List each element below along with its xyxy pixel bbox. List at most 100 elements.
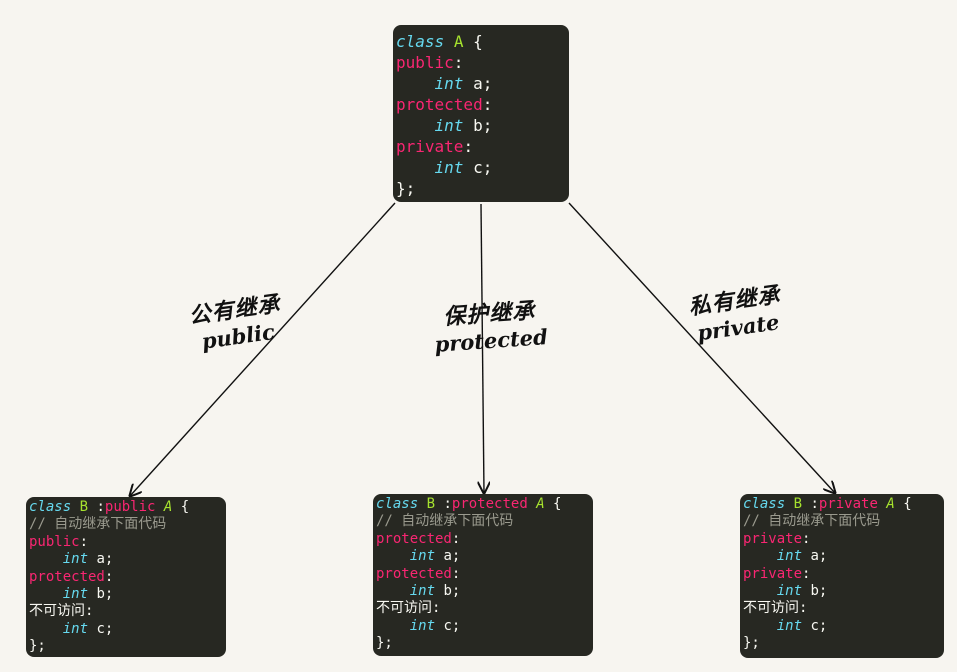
code-line: // 自动继承下面代码	[743, 513, 944, 530]
code-token: c;	[88, 620, 114, 637]
code-token	[376, 548, 410, 564]
code-line: int a;	[396, 73, 569, 94]
code-token: int	[62, 620, 89, 637]
code-token: :	[802, 530, 811, 547]
code-token: private	[818, 496, 878, 512]
code-token: public	[104, 499, 156, 515]
code-line: private:	[743, 531, 944, 548]
code-token	[29, 551, 63, 567]
code-token: :	[802, 496, 819, 512]
code-token: class	[743, 496, 786, 512]
code-token: a;	[88, 551, 114, 568]
code-line: int a;	[376, 548, 593, 565]
code-token: {	[172, 499, 190, 515]
code-line: int a;	[29, 551, 226, 568]
code-line: int b;	[396, 115, 569, 136]
code-token: c;	[435, 617, 461, 634]
arrow-public	[130, 202, 396, 496]
code-token: c;	[802, 617, 828, 634]
code-token: :	[88, 499, 105, 515]
code-token: };	[743, 635, 760, 652]
code-token: int	[409, 548, 436, 565]
code-token: protected	[396, 95, 483, 114]
code-token	[376, 583, 410, 599]
code-token: int	[434, 116, 464, 135]
code-token: B	[79, 499, 89, 515]
code-line: protected:	[396, 94, 569, 115]
code-token: public	[396, 53, 454, 72]
code-token: };	[376, 635, 393, 652]
code-line: 不可访问:	[743, 600, 944, 617]
code-token	[396, 116, 435, 135]
code-token	[29, 586, 63, 602]
code-token: :	[463, 137, 474, 156]
code-token: public	[29, 533, 80, 550]
code-line: protected:	[376, 531, 593, 548]
code-token: :	[482, 95, 493, 114]
code-line: int b;	[743, 583, 944, 600]
code-token: B	[793, 496, 803, 512]
code-token: a;	[802, 548, 828, 565]
code-line: };	[743, 635, 944, 652]
code-token: };	[396, 179, 416, 198]
code-token: private	[396, 137, 464, 156]
code-line: int a;	[743, 548, 944, 565]
code-line: // 自动继承下面代码	[29, 516, 226, 533]
code-token: b;	[435, 583, 461, 600]
code-line: class B :private A {	[743, 496, 944, 513]
code-token: A	[163, 499, 173, 515]
code-token: int	[776, 548, 803, 565]
code-token: b;	[802, 583, 828, 600]
code-token: A	[536, 496, 545, 512]
code-token	[785, 496, 793, 512]
code-token: class	[29, 499, 72, 515]
code-token: private	[743, 565, 803, 582]
code-token: protected	[376, 565, 452, 582]
code-token: :	[802, 565, 811, 582]
code-token: {	[894, 496, 912, 512]
code-line: // 自动继承下面代码	[376, 513, 593, 530]
code-token	[743, 618, 777, 634]
code-line: };	[396, 178, 569, 199]
code-token: :	[451, 530, 461, 547]
code-token	[376, 618, 410, 634]
code-token: c;	[463, 158, 493, 177]
code-token: private	[743, 530, 803, 547]
code-token: int	[776, 617, 803, 634]
code-token: A	[453, 32, 464, 51]
code-line: protected:	[29, 569, 226, 586]
code-token: int	[434, 74, 464, 93]
code-line: };	[376, 635, 593, 652]
code-token: // 自动继承下面代码	[743, 513, 881, 530]
code-token: b;	[88, 586, 114, 603]
code-token: {	[544, 496, 562, 512]
code-line: public:	[29, 534, 226, 551]
label-protected-inheritance: 保护继承 protected	[428, 292, 552, 357]
code-token	[29, 621, 63, 637]
code-line: 不可访问:	[29, 603, 226, 620]
code-token: B	[426, 496, 436, 512]
code-token	[396, 74, 435, 93]
code-token: // 自动继承下面代码	[29, 516, 167, 533]
code-token: a;	[463, 74, 493, 93]
code-token: :	[104, 568, 114, 585]
code-line: private:	[743, 566, 944, 583]
class-a-code-block: class A {public: int a;protected: int b;…	[393, 25, 569, 202]
code-token	[444, 32, 454, 51]
code-token: int	[776, 583, 803, 600]
code-token: class	[396, 32, 445, 51]
code-token: int	[62, 586, 89, 603]
code-token: int	[409, 583, 436, 600]
code-token	[743, 583, 777, 599]
arrow-protected	[481, 203, 484, 493]
code-line: private:	[396, 136, 569, 157]
code-line: public:	[396, 52, 569, 73]
code-line: int c;	[29, 621, 226, 638]
code-line: int b;	[376, 583, 593, 600]
arrow-private	[568, 202, 835, 493]
code-line: int c;	[376, 618, 593, 635]
